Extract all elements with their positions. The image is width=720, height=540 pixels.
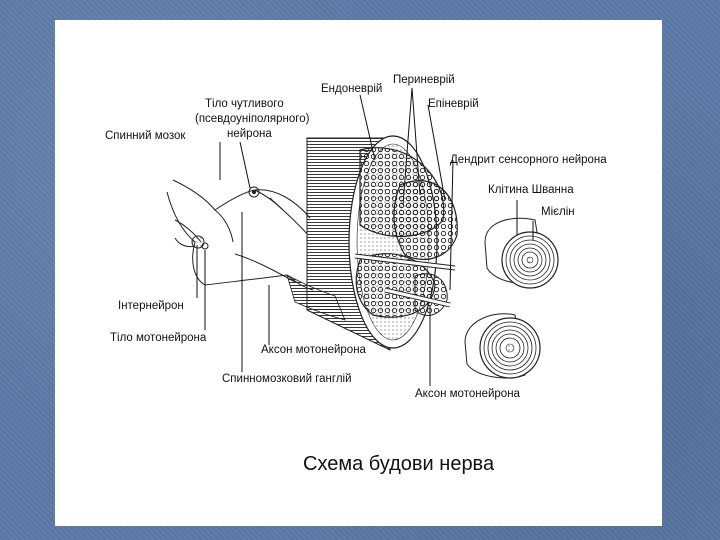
nerve-cross-section bbox=[348, 135, 458, 349]
label-spinal-ganglion: Спинномозковий ганглій bbox=[222, 373, 352, 385]
label-interneuron: Інтернейрон bbox=[118, 300, 184, 312]
nerve-structure-diagram bbox=[166, 87, 559, 386]
label-myelin: Мієлін bbox=[541, 206, 575, 218]
label-sensory-body-2: (псевдоуніполярного) bbox=[195, 113, 310, 125]
label-endoneurium: Ендоневрій bbox=[321, 83, 383, 95]
label-sensory-dendrite: Дендрит сенсорного нейрона bbox=[450, 154, 607, 166]
label-schwann-cell: Клітина Шванна bbox=[488, 184, 574, 196]
diagram-caption: Схема будови нерва bbox=[303, 453, 495, 475]
label-motoneuron-axon-1: Аксон мотонейрона bbox=[261, 344, 366, 356]
leader-lines bbox=[196, 87, 534, 386]
spinal-cord-sketch bbox=[166, 179, 314, 291]
label-sensory-body-3: нейрона bbox=[227, 128, 272, 140]
label-sensory-body-1: Тіло чутливого bbox=[205, 98, 284, 110]
label-spinal-cord: Спинний мозок bbox=[105, 130, 186, 142]
label-epineurium: Епіневрій bbox=[428, 98, 479, 110]
myelinated-fiber-upper bbox=[484, 217, 559, 289]
slide: Периневрій Ендоневрій Епіневрій Тіло чут… bbox=[55, 20, 662, 526]
myelinated-fiber-lower bbox=[464, 313, 541, 379]
label-perineurium: Периневрій bbox=[393, 74, 455, 86]
label-motoneuron-body: Тіло мотонейрона bbox=[110, 332, 207, 344]
label-motoneuron-axon-2: Аксон мотонейрона bbox=[415, 388, 520, 400]
